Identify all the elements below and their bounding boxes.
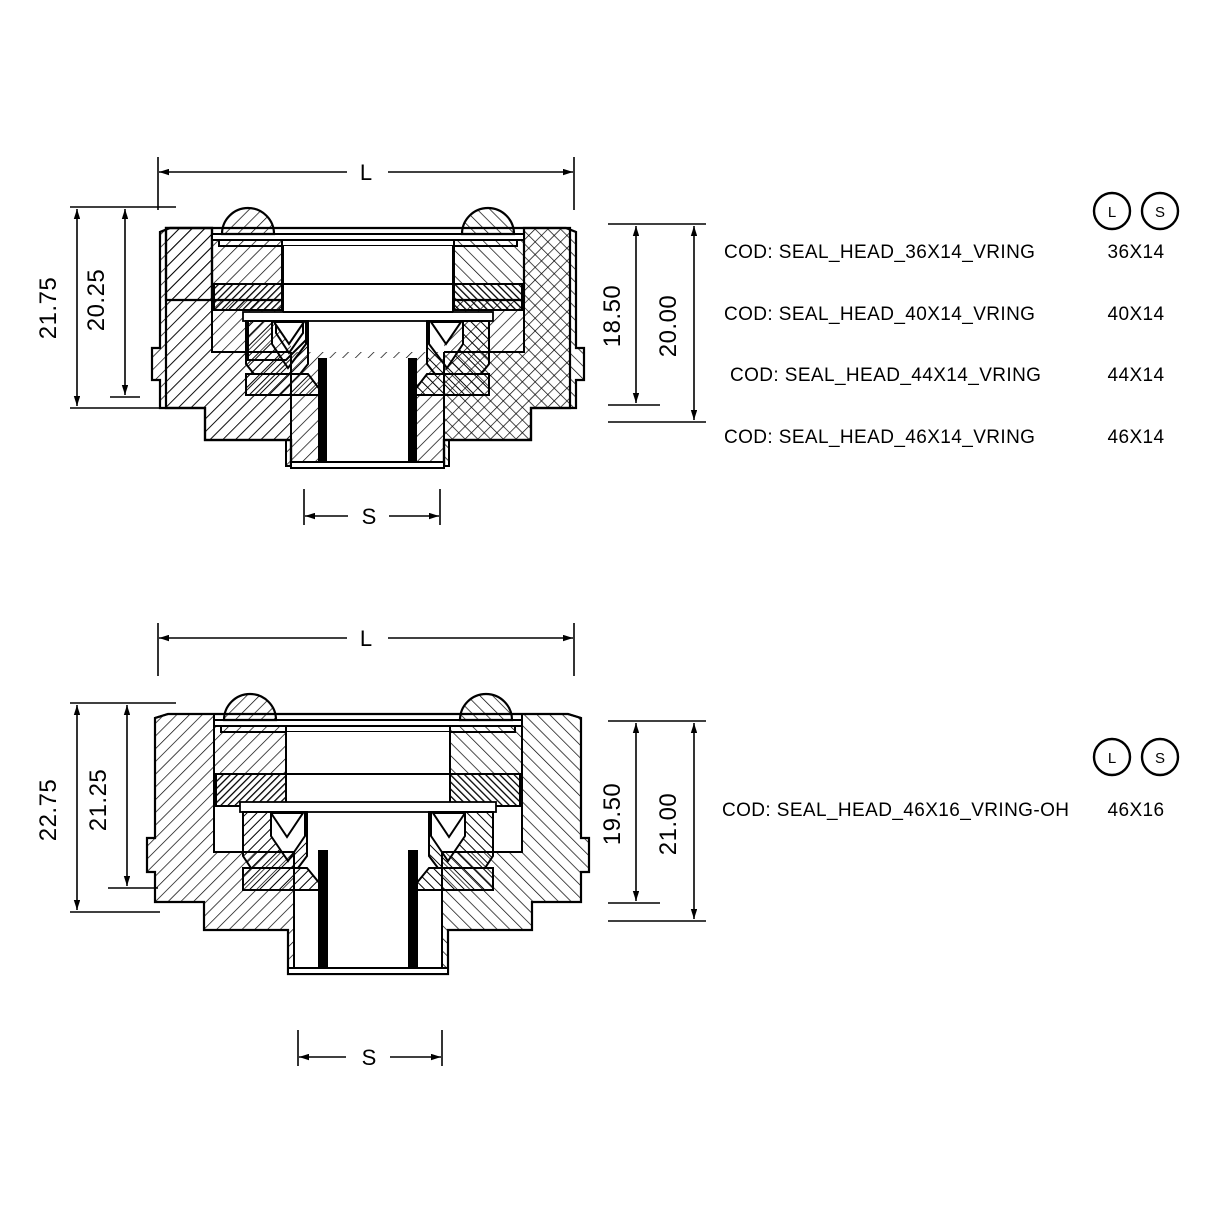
row-code: COD: SEAL_HEAD_46X14_VRING: [724, 427, 1035, 448]
table-row: COD: SEAL_HEAD_46X16_VRING-OH 46X16: [722, 800, 1164, 821]
dim-S-top: [303, 489, 441, 525]
dim-value-2275: 22.75: [35, 779, 62, 842]
row-size: 40X14: [1108, 304, 1165, 325]
view-top-section-drawing: L S 21.75 20.25 18.50 20.00: [35, 157, 706, 529]
dim-label-L-top: L: [360, 160, 372, 185]
row-code: COD: SEAL_HEAD_46X16_VRING-OH: [722, 800, 1069, 821]
row-size: 46X14: [1108, 427, 1165, 448]
table-bottom: L S COD: SEAL_HEAD_46X16_VRING-OH 46X16: [722, 737, 1180, 821]
dim-value-2000: 20.00: [655, 295, 682, 358]
row-code: COD: SEAL_HEAD_36X14_VRING: [724, 242, 1035, 263]
table-bottom-header: L S: [1092, 737, 1180, 777]
table-row: COD: SEAL_HEAD_40X14_VRING 40X14: [724, 304, 1164, 325]
table-top-header: L S: [1092, 191, 1180, 231]
dim-right-bottom-group: [608, 720, 706, 922]
header-circle-S: [1140, 737, 1180, 777]
row-size: 46X16: [1108, 800, 1165, 821]
dim-label-L-bottom: L: [360, 626, 372, 651]
dim-left-top-group: [70, 206, 176, 409]
dim-label-S-top: S: [362, 504, 377, 529]
table-row: COD: SEAL_HEAD_44X14_VRING 44X14: [730, 365, 1164, 386]
header-label-L: L: [1108, 204, 1116, 221]
row-code: COD: SEAL_HEAD_44X14_VRING: [730, 365, 1041, 386]
header-circle-L: [1092, 191, 1132, 231]
row-code: COD: SEAL_HEAD_40X14_VRING: [724, 304, 1035, 325]
header-circle-L: [1092, 737, 1132, 777]
row-size: 44X14: [1108, 365, 1165, 386]
dim-value-2175: 21.75: [35, 277, 62, 340]
table-row: COD: SEAL_HEAD_36X14_VRING 36X14: [724, 242, 1164, 263]
dim-value-1950: 19.50: [599, 783, 626, 846]
dim-L-bottom: [157, 623, 575, 676]
table-top: L S COD: SEAL_HEAD_36X14_VRING 36X14 COD…: [724, 191, 1180, 448]
dim-left-bottom-group: [70, 702, 176, 913]
dim-right-top-group: [608, 223, 706, 423]
dim-L-top: [157, 157, 575, 210]
header-label-S: S: [1155, 750, 1165, 767]
header-label-S: S: [1155, 204, 1165, 221]
header-circle-S: [1140, 191, 1180, 231]
dim-value-2100: 21.00: [655, 793, 682, 856]
dim-label-S-bottom: S: [362, 1045, 377, 1070]
table-row: COD: SEAL_HEAD_46X14_VRING 46X14: [724, 427, 1164, 448]
view-bottom-section-drawing: L S 22.75 21.25 19.50 21.00: [35, 623, 706, 1070]
dim-S-bottom: [297, 1030, 443, 1066]
header-label-L: L: [1108, 750, 1116, 767]
row-size: 36X14: [1108, 242, 1165, 263]
dim-value-2025: 20.25: [83, 269, 110, 332]
dim-value-2125: 21.25: [85, 769, 112, 832]
dim-value-1850: 18.50: [599, 285, 626, 348]
